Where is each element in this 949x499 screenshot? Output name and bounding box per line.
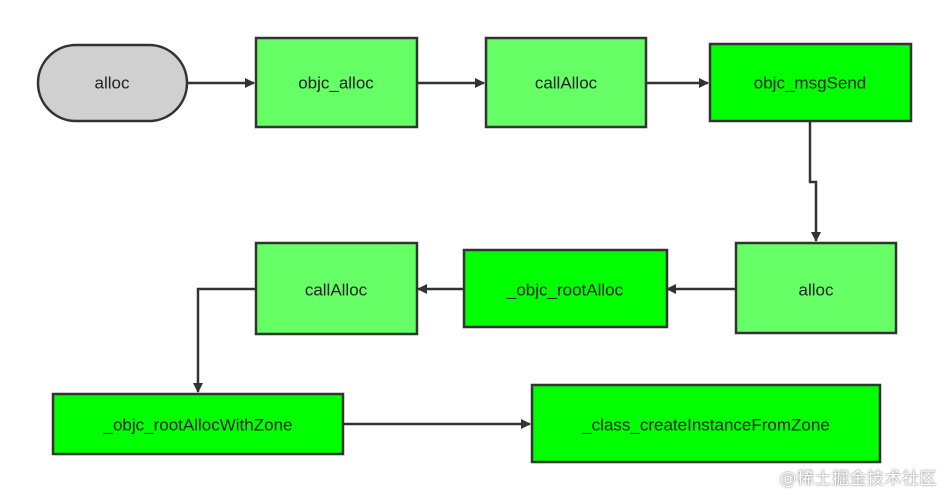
process-box [530,383,882,464]
node-class-createinstancefromzone: _class_createInstanceFromZone [530,383,882,464]
node-label: _objc_rootAlloc [506,281,624,300]
edge-callalloc-2-to-objc-rootallocwithzone [193,287,256,393]
node-label: alloc [95,74,130,93]
node-objc-alloc: objc_alloc [254,36,419,129]
node-label: callAlloc [305,281,368,300]
process-box [708,42,913,123]
watermark: @稀土掘金技术社区 [779,469,937,489]
connectors [187,78,821,429]
node-callalloc-2: callAlloc [254,241,419,336]
node-objc-rootalloc: _objc_rootAlloc [462,248,669,329]
node-objc-rootallocwithzone: _objc_rootAllocWithZone [51,392,345,456]
process-box [254,36,419,129]
node-alloc-start: alloc [36,43,189,123]
node-label: _class_createInstanceFromZone [581,416,830,435]
process-box [51,392,345,456]
node-label: objc_msgSend [754,74,866,93]
process-box [734,241,898,335]
terminal-shape [36,43,189,123]
node-callalloc-1: callAlloc [484,36,648,129]
process-box [484,36,648,129]
node-objc-msgsend: objc_msgSend [708,42,913,123]
node-label: _objc_rootAllocWithZone [103,416,293,435]
node-alloc-2: alloc [734,241,898,335]
node-label: objc_alloc [298,74,374,93]
process-box [462,248,669,329]
edge-objc-msgsend-to-alloc-2 [808,121,821,242]
node-label: alloc [799,281,834,300]
node-label: callAlloc [535,74,598,93]
process-box [254,241,419,336]
